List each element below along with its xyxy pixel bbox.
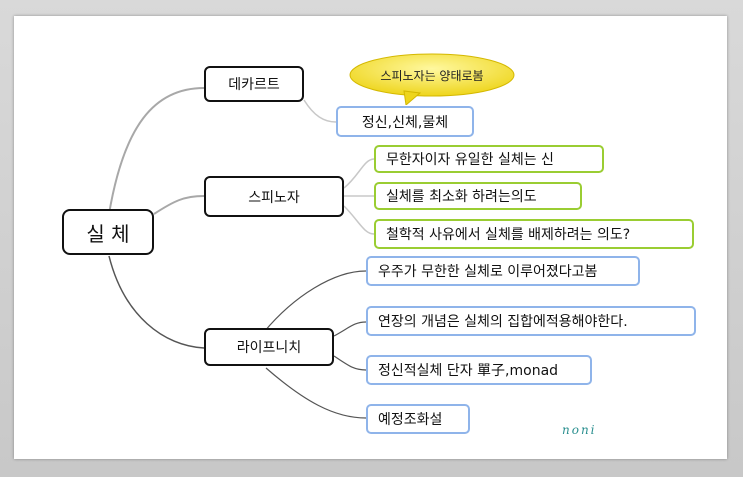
mindmap-canvas: 스피노자는 양태로봄 실 체 데카르트 스피노자 라이프니치 정신,신체,물체 … [14,16,727,459]
branch-node-spinoza[interactable]: 스피노자 [204,176,344,217]
connector-leibniz-leaf-1 [263,270,367,333]
connector-lines [108,87,375,419]
callout-text: 스피노자는 양태로봄 [380,68,484,83]
callout-bubble: 스피노자는 양태로봄 [348,53,516,105]
connector-leibniz-leaf-4 [265,367,367,419]
connector-spinoza-leaf-3 [343,205,375,235]
connector-spinoza-leaf-1 [343,158,375,189]
leaf-spinoza-2[interactable]: 실체를 최소화 하려는의도 [374,182,582,210]
leaf-leibniz-4[interactable]: 예정조화설 [366,404,470,434]
connector-descartes-leaf [303,99,337,123]
branch-node-leibniz[interactable]: 라이프니치 [204,328,334,366]
connector-leibniz-leaf-3 [333,355,367,371]
leaf-leibniz-1[interactable]: 우주가 무한한 실체로 이루어졌다고봄 [366,256,640,286]
branch-node-descartes[interactable]: 데카르트 [204,66,304,102]
leaf-leibniz-2[interactable]: 연장의 개념은 실체의 집합에적용해야한다. [366,306,696,336]
connector-main-leibniz [108,255,205,349]
signature: noni [562,423,597,437]
leaf-spinoza-3[interactable]: 철학적 사유에서 실체를 배제하려는 의도? [374,219,694,249]
leaf-descartes-1[interactable]: 정신,신체,물체 [336,106,474,137]
connector-main-spinoza [153,195,205,215]
connector-leibniz-leaf-2 [333,321,367,337]
leaf-leibniz-3[interactable]: 정신적실체 단자 單子,monad [366,355,592,385]
leaf-spinoza-1[interactable]: 무한자이자 유일한 실체는 신 [374,145,604,173]
connector-main-descartes [108,87,205,215]
central-node[interactable]: 실 체 [62,209,154,255]
